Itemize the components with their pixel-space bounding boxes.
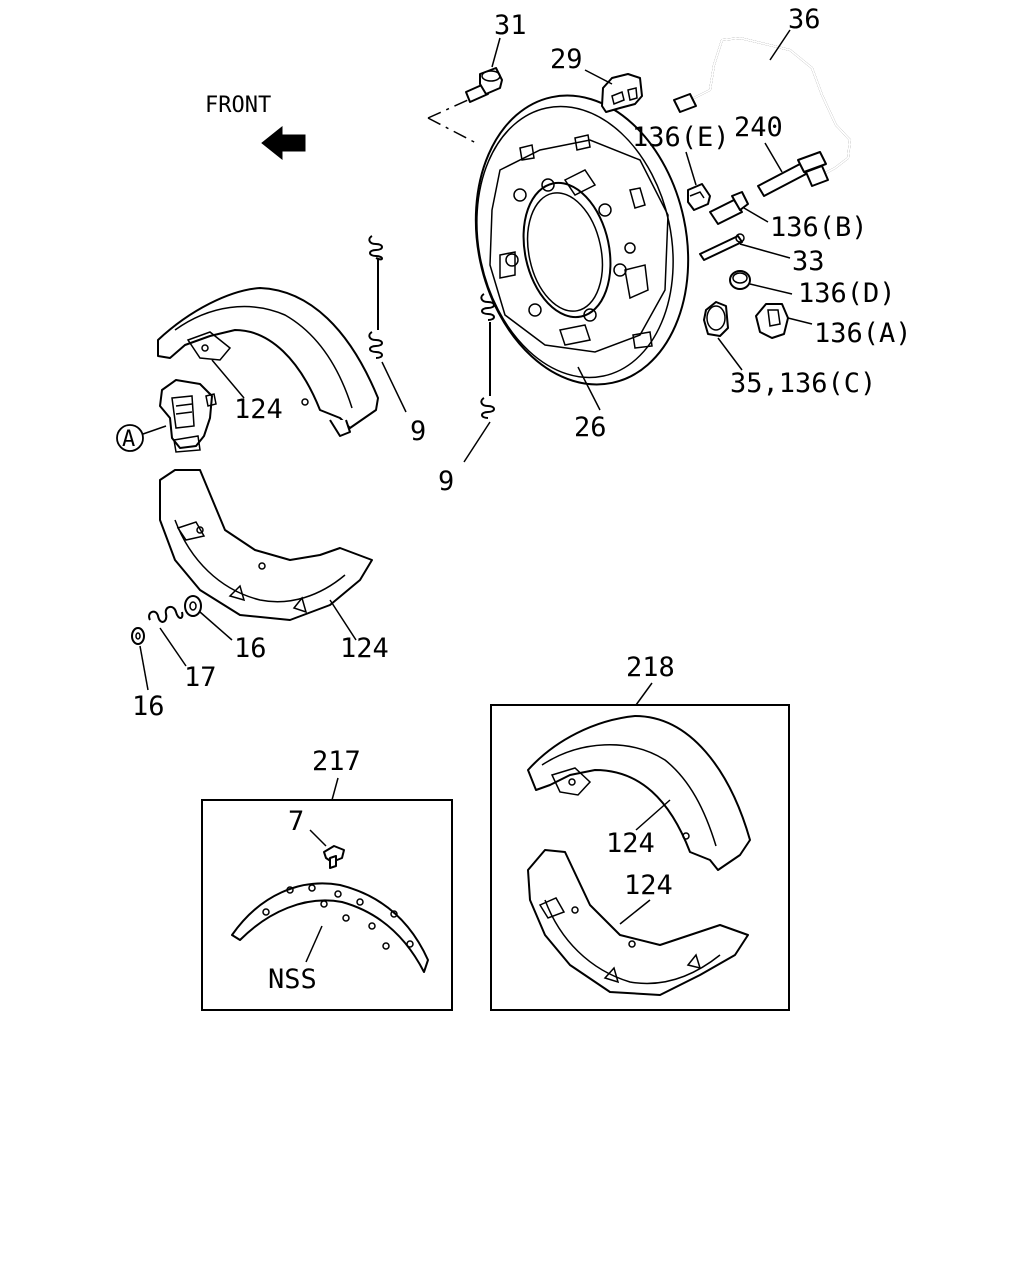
kit-shoe-lower xyxy=(527,849,749,996)
bolt xyxy=(465,67,503,103)
label-124-kit-lower: 124 xyxy=(624,870,673,901)
label-33: 33 xyxy=(792,246,825,277)
label-9-lower: 9 xyxy=(438,466,454,497)
front-arrow-icon xyxy=(261,125,306,161)
pin xyxy=(699,233,745,261)
label-7: 7 xyxy=(288,806,304,837)
label-17: 17 xyxy=(184,662,217,693)
front-label: FRONT xyxy=(205,93,271,118)
label-217: 217 xyxy=(312,746,361,777)
clip xyxy=(755,303,789,339)
label-35-136c: 35,136(C) xyxy=(730,368,876,399)
brake-shoe-lower xyxy=(159,469,373,621)
label-136b: 136(B) xyxy=(770,212,868,243)
washer-left xyxy=(131,627,145,645)
bleeder-screw xyxy=(709,191,749,225)
label-136d: 136(D) xyxy=(798,278,896,309)
lining-kit-box xyxy=(201,799,453,1011)
wheel-cylinder xyxy=(159,379,217,453)
brake-lining xyxy=(231,882,429,973)
label-124-kit-upper: 124 xyxy=(606,828,655,859)
label-nss: NSS xyxy=(268,964,317,995)
label-16-left: 16 xyxy=(132,691,165,722)
brake-pipe xyxy=(673,36,852,187)
callout-circle-text: A xyxy=(122,427,135,452)
shoe-kit-box xyxy=(490,704,790,1011)
label-31: 31 xyxy=(494,10,527,41)
label-36: 36 xyxy=(788,4,821,35)
bleeder-cap xyxy=(687,183,711,211)
label-124-lower: 124 xyxy=(340,633,389,664)
label-26: 26 xyxy=(574,412,607,443)
callout-circle-icon xyxy=(116,424,144,452)
pipe-rod xyxy=(757,151,827,197)
label-9-upper: 9 xyxy=(410,416,426,447)
adjuster-spring xyxy=(148,606,184,623)
label-124-upper: 124 xyxy=(234,394,283,425)
backing-plate xyxy=(474,94,690,386)
label-240: 240 xyxy=(734,112,783,143)
bracket xyxy=(601,73,643,113)
return-spring-upper xyxy=(368,235,383,359)
label-218: 218 xyxy=(626,652,675,683)
label-136e: 136(E) xyxy=(632,122,730,153)
rivet xyxy=(323,845,345,869)
brake-shoe-upper xyxy=(157,287,379,437)
plug xyxy=(703,301,729,337)
return-spring-lower xyxy=(480,293,495,419)
label-16-right: 16 xyxy=(234,633,267,664)
kit-shoe-upper xyxy=(527,715,751,871)
washer-right xyxy=(184,595,202,617)
label-136a: 136(A) xyxy=(814,318,912,349)
dust-cap xyxy=(729,270,751,290)
label-29: 29 xyxy=(550,44,583,75)
